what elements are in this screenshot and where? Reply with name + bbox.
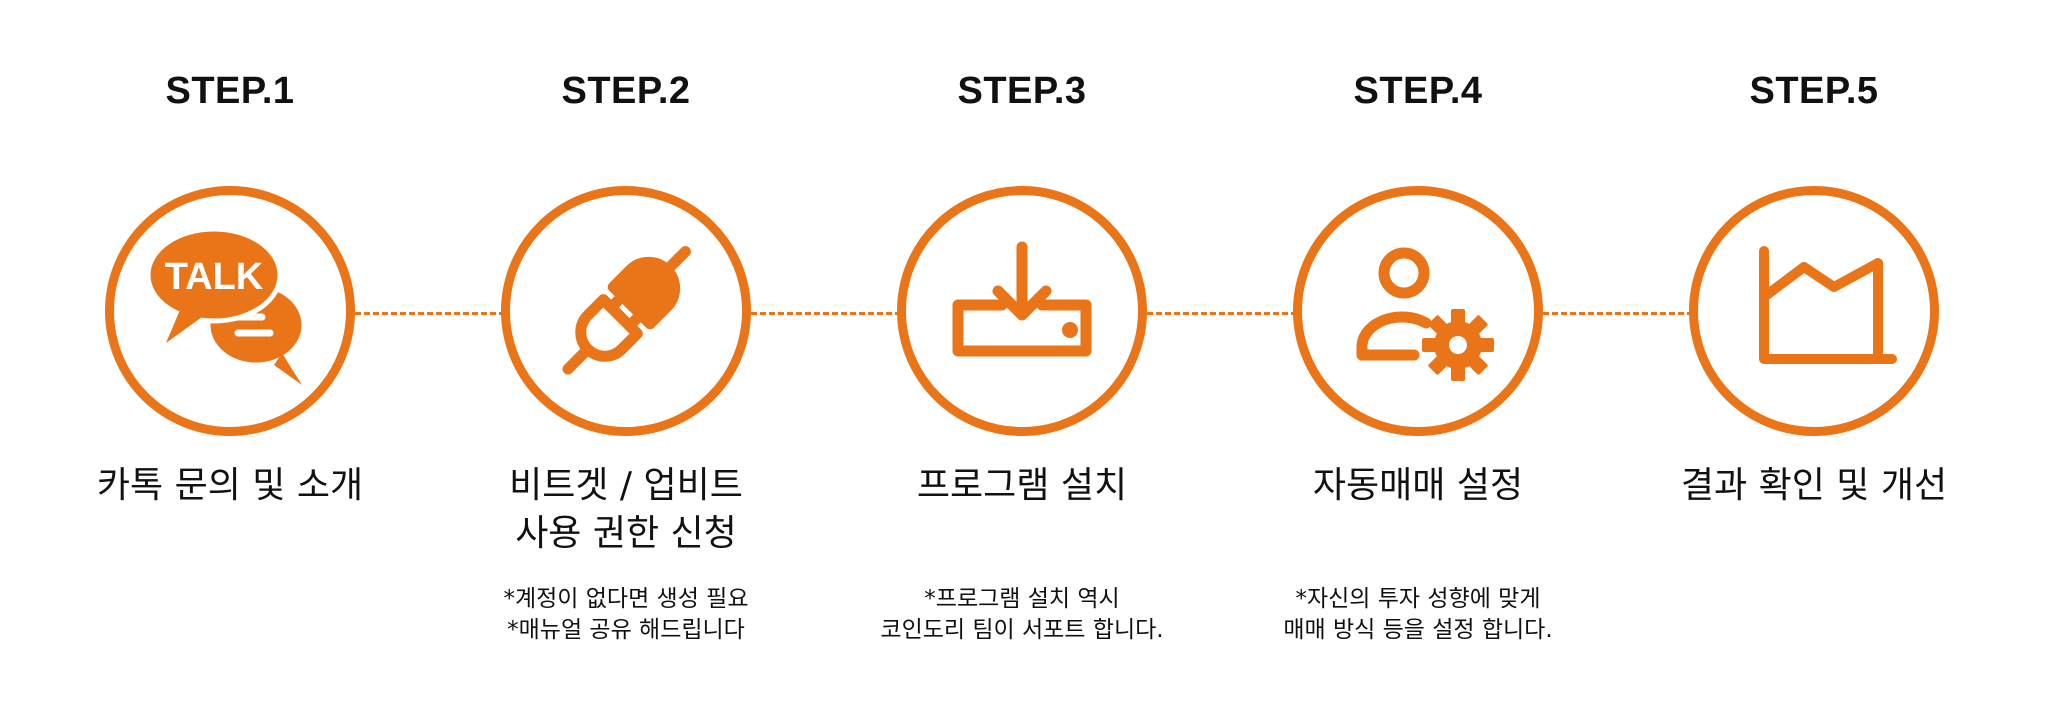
step-note: *프로그램 설치 역시 코인도리 팀이 서포트 합니다. [822, 584, 1222, 646]
step-title: STEP.3 [957, 70, 1087, 112]
step-label: 비트겟 / 업비트 사용 권한 신청 [426, 462, 826, 558]
step-note: *자신의 투자 성향에 맞게 매매 방식 등을 설정 합니다. [1218, 584, 1618, 646]
step-note-line: *계정이 없다면 생성 필요 [503, 586, 749, 612]
user-settings-icon [1356, 247, 1494, 381]
step-title: STEP.4 [1353, 70, 1483, 112]
step-label: 자동매매 설정 [1218, 462, 1618, 510]
step-1: STEP.1 TALK 카톡 문의 및 소개 [30, 0, 430, 709]
step-2: STEP.2 비트겟 / 업비트 사용 권한 신청 *계정이 없다면 생성 필요… [426, 0, 826, 709]
talk-text: TALK [165, 256, 264, 298]
step-note-line: *프로그램 설치 역시 [924, 586, 1120, 612]
plug-connect-icon [562, 246, 691, 375]
kakao-talk-chat-icon: TALK [145, 226, 307, 385]
step-3: STEP.3 프로그램 설치 *프로그램 설치 역시 코인도리 팀이 서포트 합… [822, 0, 1222, 709]
step-icon-circle [1293, 186, 1543, 436]
connector-4-5 [1543, 312, 1693, 315]
step-icon-circle: TALK [105, 186, 355, 436]
download-tray-icon [952, 241, 1092, 357]
step-note-line: 매매 방식 등을 설정 합니다. [1283, 617, 1553, 643]
connector-1-2 [355, 312, 505, 315]
step-label: 프로그램 설치 [822, 462, 1222, 510]
step-title: STEP.2 [561, 70, 691, 112]
step-5: STEP.5 결과 확인 및 개선 [1614, 0, 2014, 709]
step-label-line: 프로그램 설치 [916, 465, 1128, 506]
step-label-line: 비트겟 / 업비트 [509, 465, 743, 506]
step-label-line: 결과 확인 및 개선 [1680, 465, 1948, 506]
step-title: STEP.5 [1749, 70, 1879, 112]
step-title: STEP.1 [165, 70, 295, 112]
step-note-line: *매뉴얼 공유 해드립니다 [507, 617, 745, 643]
step-note-line: 코인도리 팀이 서포트 합니다. [880, 617, 1164, 643]
step-label-line: 자동매매 설정 [1312, 465, 1524, 506]
step-label-line: 사용 권한 신청 [515, 513, 737, 554]
area-chart-icon [1759, 246, 1897, 364]
step-icon-circle [501, 186, 751, 436]
step-note-line: *자신의 투자 성향에 맞게 [1295, 586, 1541, 612]
connector-2-3 [751, 312, 901, 315]
step-label: 카톡 문의 및 소개 [30, 462, 430, 510]
step-icon-circle [897, 186, 1147, 436]
step-label-line: 카톡 문의 및 소개 [96, 465, 364, 506]
connector-3-4 [1147, 312, 1297, 315]
step-note: *계정이 없다면 생성 필요 *매뉴얼 공유 해드립니다 [426, 584, 826, 646]
step-icon-circle [1689, 186, 1939, 436]
step-label: 결과 확인 및 개선 [1614, 462, 2014, 510]
step-4: STEP.4 자동매매 설정 [1218, 0, 1618, 709]
